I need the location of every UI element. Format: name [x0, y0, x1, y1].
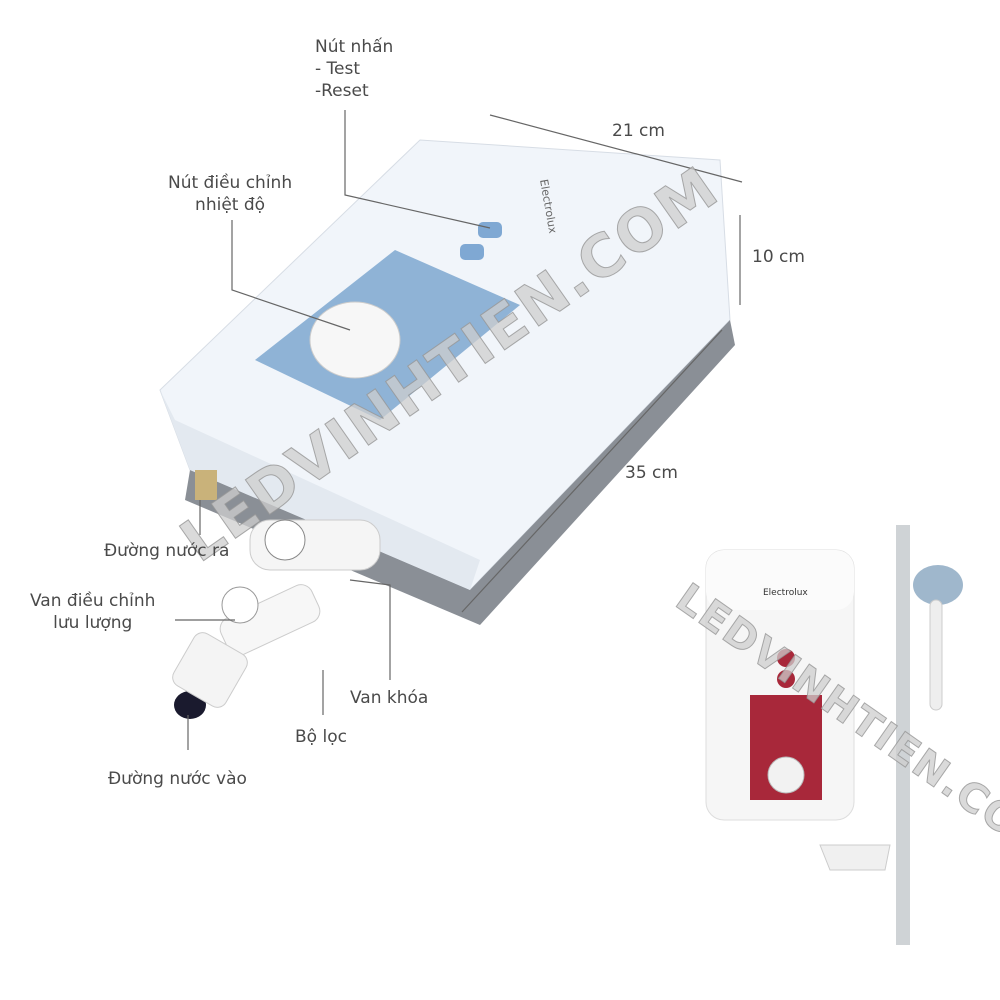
button-test: - Test — [315, 59, 361, 79]
button-title: Nút nhấn — [315, 37, 394, 57]
water-heater-front: Electrolux — [705, 525, 963, 945]
flow-valve-line2: lưu lượng — [53, 613, 133, 633]
shower-head — [913, 565, 963, 605]
flow-valve-line1: Van điều chỉnh — [30, 591, 156, 611]
dimension-arrows — [461, 114, 743, 613]
temp-knob-line1: Nút điều chỉnh — [168, 173, 293, 193]
test-button — [478, 222, 502, 238]
water-out-label: Đường nước ra — [104, 541, 230, 561]
width-label: 21 cm — [612, 121, 665, 141]
water-in-label: Đường nước vào — [108, 769, 247, 789]
soap-dish — [819, 844, 891, 871]
reset-button — [460, 244, 484, 260]
flow-valve-label: Van điều chỉnh lưu lượng — [30, 590, 155, 634]
filter-label: Bộ lọc — [295, 727, 347, 747]
length-label: 35 cm — [625, 463, 678, 483]
height-label: 10 cm — [752, 247, 805, 267]
temp-knob-line2: nhiệt độ — [195, 195, 266, 215]
shower-rail — [896, 525, 910, 945]
temperature-knob — [309, 301, 401, 379]
svg-text:Electrolux: Electrolux — [763, 588, 808, 598]
temp-knob-label: Nút điều chỉnh nhiệt độ — [168, 172, 292, 216]
leader-lines — [175, 110, 491, 750]
lock-valve-label: Van khóa — [350, 688, 429, 708]
button-reset: -Reset — [315, 81, 369, 101]
water-fittings — [172, 470, 381, 719]
button-label: Nút nhấn - Test -Reset — [315, 36, 393, 102]
